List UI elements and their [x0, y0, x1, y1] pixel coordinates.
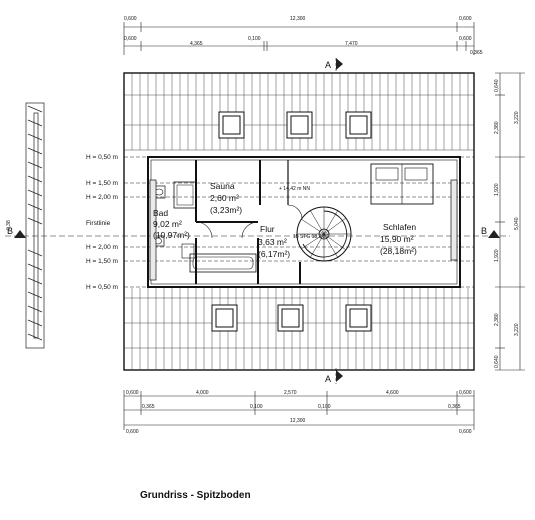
balcony-railing	[25, 102, 45, 349]
dim-right-inner-4: 1,920	[494, 249, 500, 262]
dim-top2-f: 0,365	[470, 50, 483, 56]
level-label-5: H = 1,50 m	[86, 258, 118, 265]
dim-bottom1-d: 4,600	[386, 390, 399, 396]
dim-top2-e: 0,600	[459, 36, 472, 42]
dim-top2-a: 0,600	[124, 36, 137, 42]
level-label-6: H = 0,50 m	[86, 284, 118, 291]
dim-top-center: 12,300	[290, 16, 306, 22]
dim-right-outer-3: 3,220	[514, 323, 520, 336]
dim-bottom1-b: 4,000	[196, 390, 209, 396]
dim-bottom1-c: 2,570	[284, 390, 297, 396]
skylights-bottom	[211, 304, 372, 332]
level-label-4: H = 2,00 m	[86, 244, 118, 251]
dim-top-left: 0,600	[124, 16, 137, 22]
dim-right-outer-2: 5,040	[514, 217, 520, 230]
room-area-sauna: 2,60 m²	[210, 193, 239, 203]
section-arrow-top	[336, 58, 343, 70]
dim-right-inner-5: 2,380	[494, 313, 500, 326]
dim-right-inner-3: 1,920	[494, 183, 500, 196]
roof-outline	[123, 72, 475, 371]
dim-top2-d: 7,470	[345, 41, 358, 47]
room-area-flur: 3,63 m²	[258, 237, 287, 247]
dim-top2-b: 4,365	[190, 41, 203, 47]
dim-right-outer-1: 3,220	[514, 111, 520, 124]
dim-right-inner-2: 2,380	[494, 121, 500, 134]
room-name-flur: Flur	[260, 224, 275, 234]
interior-walls	[147, 156, 461, 288]
room-area-bad: 9,02 m²	[153, 219, 182, 229]
section-arrow-bottom	[336, 370, 343, 382]
dim-bottom3-center: 12,300	[290, 418, 306, 424]
ridge-line-label: Firstlinie	[86, 220, 111, 227]
dimension-top	[123, 22, 475, 55]
section-mark-top: A	[325, 60, 331, 70]
section-arrow-right	[488, 230, 500, 238]
dim-bottom1-e: 0,600	[459, 390, 472, 396]
room-name-sauna: Sauna	[210, 181, 235, 191]
spiral-staircase	[296, 206, 352, 262]
dim-bottom2-c: 0,100	[318, 404, 331, 410]
room-name-schlafen: Schlafen	[383, 222, 416, 232]
dim-right-inner-6: 0,640	[494, 355, 500, 368]
room-name-bad: Bad	[153, 208, 168, 218]
dim-bottom2-b: 0,100	[250, 404, 263, 410]
room-area-schlafen: 15,90 m²	[380, 234, 414, 244]
dim-bottom1-a: 0,600	[126, 390, 139, 396]
dimension-right	[495, 72, 525, 371]
section-mark-left: B	[7, 226, 13, 236]
level-label-2: H = 1,50 m	[86, 180, 118, 187]
room-area2-flur: (6,17m²)	[258, 249, 290, 259]
dim-top2-c: 0,100	[248, 36, 261, 42]
elevation-note: + 14,42 m NN	[279, 186, 310, 192]
level-label-3: H = 2,00 m	[86, 194, 118, 201]
dim-right-inner-1: 0,640	[494, 79, 500, 92]
dim-bottom3-left: 0,600	[126, 429, 139, 435]
dim-top-right: 0,600	[459, 16, 472, 22]
section-mark-bottom: A	[325, 374, 331, 384]
skylights-top	[218, 111, 372, 139]
section-mark-right: B	[481, 226, 487, 236]
roof-hatch-bottom	[124, 288, 474, 370]
level-label-1: H = 0,50 m	[86, 154, 118, 161]
balcony-label: 0,38	[6, 220, 12, 230]
room-area2-sauna: (3,23m²)	[210, 205, 242, 215]
room-area2-bad: (10,97m²)	[153, 230, 190, 240]
section-arrow-left	[14, 230, 26, 238]
dim-bottom2-a: 0,365	[142, 404, 155, 410]
dim-bottom2-d: 0,365	[448, 404, 461, 410]
drawing-caption: Grundriss - Spitzboden	[140, 490, 251, 501]
dim-bottom3-right: 0,600	[459, 429, 472, 435]
dimension-bottom	[123, 390, 475, 430]
room-area2-schlafen: (28,18m²)	[380, 246, 417, 256]
stair-label: 15 STG 18,7/27	[293, 234, 329, 240]
